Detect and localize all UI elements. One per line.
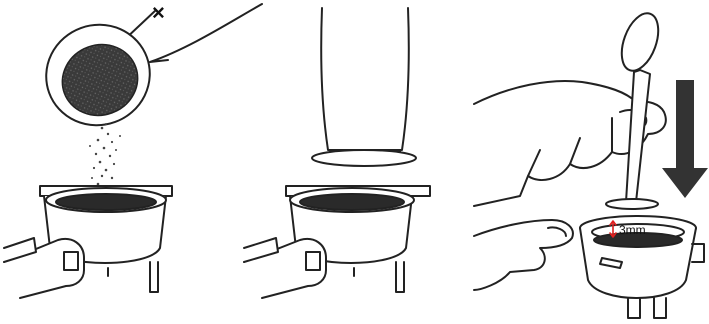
dose-marker: × bbox=[152, 0, 165, 25]
portafilter-1 bbox=[4, 186, 172, 298]
lower-hand bbox=[474, 220, 573, 290]
panel-tamp bbox=[244, 8, 430, 298]
falling-grounds bbox=[89, 123, 121, 195]
portafilter-2 bbox=[244, 186, 430, 298]
coffee-scoop bbox=[32, 10, 164, 140]
tamper bbox=[312, 8, 416, 166]
gap-label: 3mm bbox=[619, 223, 646, 237]
panel-dose: × bbox=[4, 0, 262, 298]
panel-level: 3mm bbox=[474, 8, 708, 318]
down-arrow bbox=[662, 80, 708, 198]
